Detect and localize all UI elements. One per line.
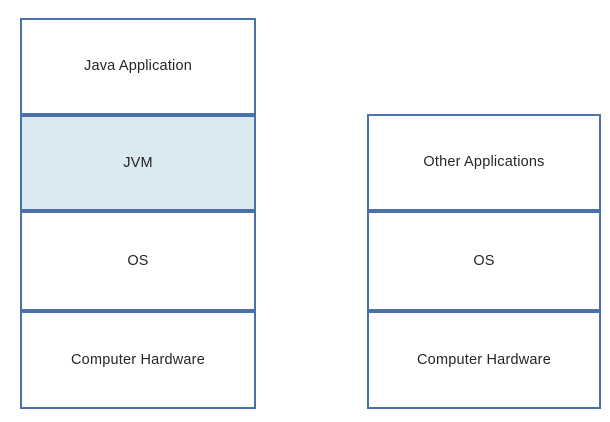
layer-os-right: OS — [367, 211, 601, 311]
layer-jvm: JVM — [20, 115, 256, 211]
layer-label-os-left: OS — [127, 252, 149, 269]
layer-label-computer-hardware-left: Computer Hardware — [71, 351, 205, 368]
layer-label-jvm: JVM — [123, 154, 153, 171]
layer-os-left: OS — [20, 211, 256, 311]
native-platform-stack: Other Applications OS Computer Hardware — [367, 114, 601, 409]
layer-computer-hardware-right: Computer Hardware — [367, 311, 601, 409]
layer-label-other-applications: Other Applications — [423, 154, 545, 171]
layer-label-os-right: OS — [473, 252, 495, 269]
layer-java-application: Java Application — [20, 18, 256, 115]
layer-label-computer-hardware-right: Computer Hardware — [417, 351, 551, 368]
java-platform-stack: Java Application JVM OS Computer Hardwar… — [20, 18, 256, 409]
layer-other-applications: Other Applications — [367, 114, 601, 211]
layer-computer-hardware-left: Computer Hardware — [20, 311, 256, 409]
layer-label-java-application: Java Application — [84, 58, 192, 75]
